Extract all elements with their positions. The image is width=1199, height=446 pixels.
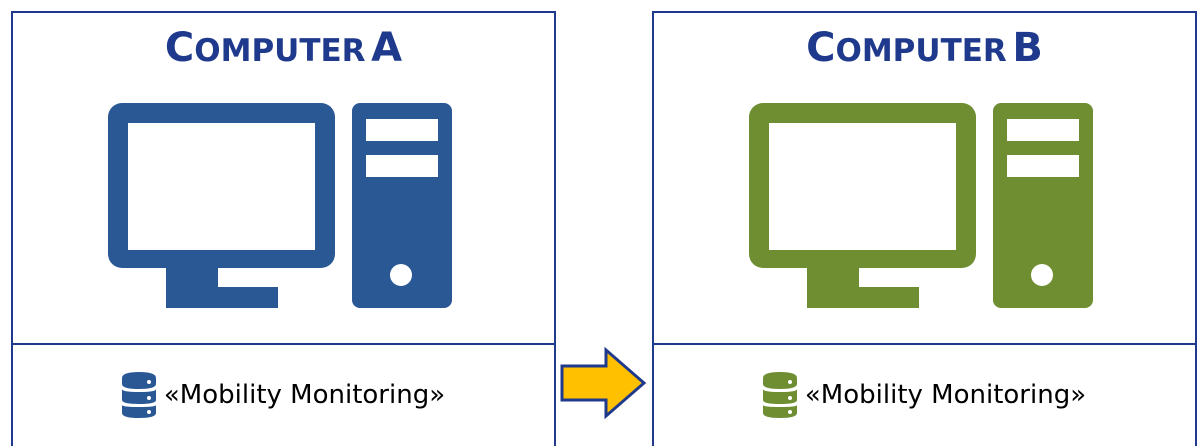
database-icon [762,372,797,418]
desktop-computer-icon [749,103,1093,308]
computer-b-title: COMPUTER B [806,25,1043,71]
right-arrow-icon [560,346,647,420]
computer-a-footer: «Mobility Monitoring» [13,365,554,425]
panel-divider [13,343,554,345]
computer-b-panel: COMPUTER B «Mobility Monitoring» [652,11,1197,446]
computer-a-title: COMPUTER A [164,25,403,71]
panel-divider [654,343,1195,345]
computer-b-footer-label: «Mobility Monitoring» [804,380,1087,410]
computer-b-footer: «Mobility Monitoring» [654,365,1195,425]
desktop-computer-icon [108,103,452,308]
computer-a-panel: COMPUTER A «Mobility Monitoring» [11,11,556,446]
computer-a-footer-label: «Mobility Monitoring» [163,380,446,410]
database-icon [121,372,156,418]
